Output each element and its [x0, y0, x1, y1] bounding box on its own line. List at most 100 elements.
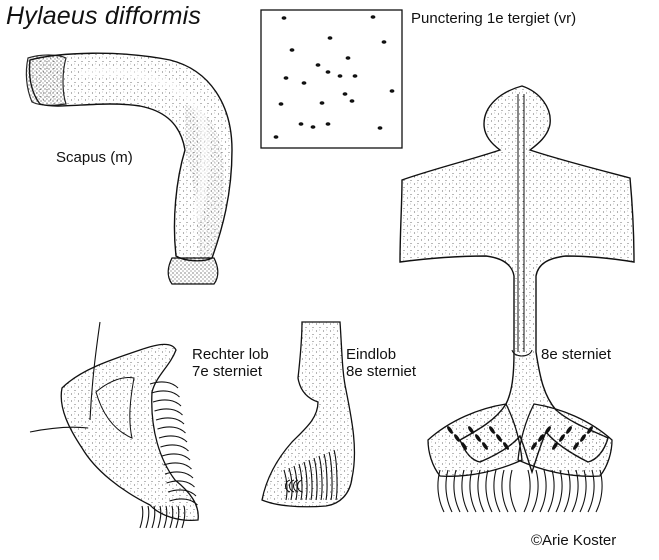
sterniet-8-seta [595, 469, 603, 513]
sterniet-8-spine [482, 442, 488, 450]
sterniet-8-seta [501, 469, 509, 513]
sterniet-8-spine [489, 426, 495, 434]
plate-title: Hylaeus difformis [6, 2, 202, 30]
label-punctering: Punctering 1e tergiet (vr) [411, 10, 577, 27]
rechter-lob-drawing [29, 321, 199, 529]
eindlob-seta [308, 459, 313, 501]
sterniet-8-spine [538, 434, 544, 442]
rechter-lob-seta [145, 505, 150, 529]
sterniet-8-spine [587, 426, 593, 434]
eindlob-seta [313, 457, 318, 501]
eindlob-seta [296, 479, 303, 493]
punctation-dot [337, 74, 343, 78]
sterniet-8-seta [445, 469, 453, 513]
sterniet-8-lower-lobes [427, 403, 613, 477]
sterniet-8-spine [468, 426, 474, 434]
sterniet-8-seta [469, 469, 477, 513]
rechter-lob-seta [175, 505, 180, 529]
sterniet-8-seta [453, 469, 461, 513]
punctation-frame [260, 9, 403, 149]
sterniet-8-setae [437, 469, 603, 513]
sterniet-8-spine [461, 442, 467, 450]
rechter-lob-seta [163, 462, 192, 470]
eindlob-seta [284, 479, 291, 493]
sterniet-8-seta [571, 469, 579, 513]
rechter-lob-seta [154, 408, 183, 416]
sterniet-8-seta [587, 469, 595, 513]
sterniet-8-plate [399, 85, 635, 475]
eindlob-drawing [261, 321, 356, 508]
rechter-lob-seta [160, 444, 189, 452]
sterniet-8-drawing [399, 85, 635, 513]
sterniet-8-seta [493, 469, 501, 513]
rechter-lob-seta [166, 480, 195, 488]
label-eindlob-line2: 8e sterniet [346, 363, 417, 381]
label-sterniet-8: 8e sterniet [541, 346, 612, 363]
rechter-lob-seta [151, 505, 156, 529]
sterniet-8-seta [555, 469, 563, 513]
punctation-dot [310, 125, 316, 129]
rechter-lob-seta [155, 417, 185, 425]
rechter-lob-seta [161, 453, 191, 461]
sterniet-8-spine [580, 434, 586, 442]
punctation-dot [349, 99, 355, 103]
rechter-lob-seta [169, 498, 198, 506]
sterniet-8-seta [547, 469, 555, 513]
scapus-highlight [79, 67, 210, 222]
eindlob-seta [328, 451, 333, 501]
rechter-lob-seta [163, 505, 168, 529]
sterniet-8-seta [539, 469, 547, 513]
label-scapus: Scapus (m) [56, 149, 133, 166]
sterniet-8-spine [447, 426, 453, 434]
eindlob-outline [261, 321, 356, 508]
sterniet-8-spine [552, 442, 558, 450]
punctation-dot [289, 48, 295, 52]
eindlob-seta [318, 455, 323, 501]
sterniet-8-midrib [511, 94, 533, 357]
eindlob-seta [288, 479, 295, 493]
sterniet-8-spine [475, 434, 481, 442]
sterniet-8-spine [531, 442, 537, 450]
eindlob-seta [298, 463, 303, 501]
eindlob-seta [293, 465, 298, 501]
label-rechter-lob: Rechter lob 7e sterniet [192, 346, 269, 381]
sterniet-8-seta [485, 469, 493, 513]
rechter-lob-seta [149, 381, 179, 389]
sterniet-8-dark-spines [447, 426, 593, 450]
sterniet-8-seta [437, 469, 445, 513]
punctation-dot [281, 16, 287, 20]
punctation-dot [389, 89, 395, 93]
rechter-lob-seta [151, 390, 180, 398]
sterniet-8-spine [503, 442, 509, 450]
rechter-lob-seta [164, 471, 194, 479]
sterniet-8-seta [531, 469, 539, 513]
punctation-dot [315, 63, 321, 67]
eindlob-seta [283, 469, 288, 501]
punctation-dot [325, 122, 331, 126]
punctation-dot [278, 102, 284, 106]
scapus-knob [167, 257, 219, 285]
punctation-dot [319, 101, 325, 105]
eindlob-seta [323, 453, 328, 501]
sterniet-8-seta [461, 469, 469, 513]
sterniet-8-spine [496, 434, 502, 442]
rechter-lob-inner-fold [95, 377, 135, 439]
punctation-dot [301, 81, 307, 85]
punctation-dot [273, 135, 279, 139]
scapus-drawing [25, 52, 233, 285]
label-rechter-lob-line1: Rechter lob [192, 346, 269, 363]
rechter-lob-seta [181, 505, 186, 529]
punctation-dot [283, 76, 289, 80]
sterniet-8-seta [477, 469, 485, 513]
rechter-lob-seta [139, 505, 144, 529]
label-eindlob-line1: Eindlob [346, 346, 397, 363]
rechter-lob-plate [60, 343, 199, 522]
punctation-dot [298, 122, 304, 126]
punctation-dot [327, 36, 333, 40]
rechter-lob-setae [139, 381, 198, 529]
sterniet-8-seta [579, 469, 587, 513]
punctation-dot [377, 126, 383, 130]
eindlob-setae [283, 449, 338, 501]
